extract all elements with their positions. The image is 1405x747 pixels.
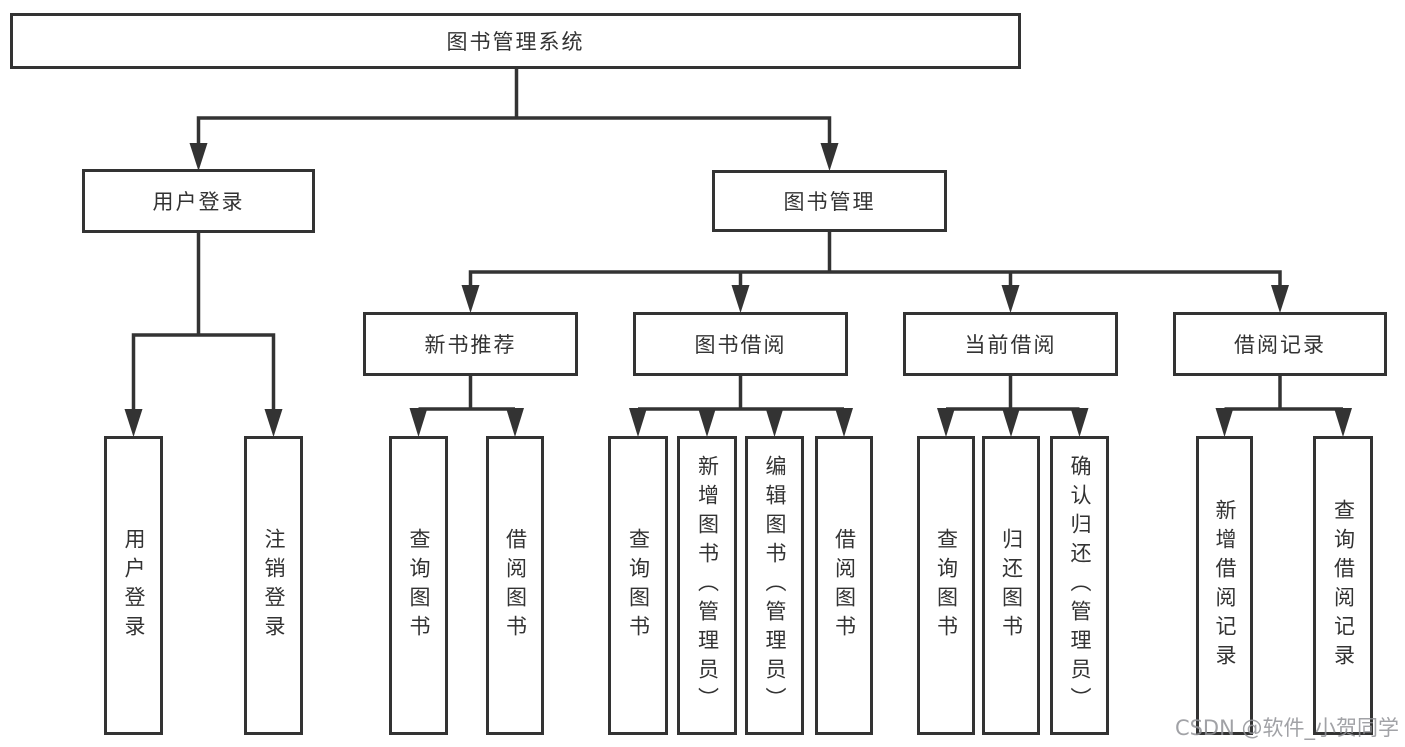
node-new-book-recommend: 新书推荐 xyxy=(363,312,578,376)
node-label: 当前借阅 xyxy=(964,333,1057,357)
leaf-return-books: 归还图书 xyxy=(982,436,1040,735)
leaf-query-books-borrow: 查询图书 xyxy=(608,436,668,735)
node-label: 图书借阅 xyxy=(694,333,787,357)
leaf-label: 编辑图书（管理员） xyxy=(763,455,787,716)
leaf-query-borrow-record: 查询借阅记录 xyxy=(1313,436,1373,735)
node-label: 借阅记录 xyxy=(1234,333,1326,357)
node-label: 用户登录 xyxy=(152,190,245,214)
node-book-borrow: 图书借阅 xyxy=(633,312,848,376)
node-library-management-system: 图书管理系统 xyxy=(10,13,1021,69)
node-borrow-records: 借阅记录 xyxy=(1173,312,1387,376)
leaf-logout: 注销登录 xyxy=(244,436,303,735)
leaf-label: 归还图书 xyxy=(999,527,1024,644)
leaf-label: 借阅图书 xyxy=(503,527,528,644)
node-label: 图书管理 xyxy=(783,190,876,214)
leaf-label: 新增借阅记录 xyxy=(1213,498,1237,673)
leaf-edit-books-admin: 编辑图书（管理员） xyxy=(745,436,804,735)
leaf-confirm-return-admin: 确认归还（管理员） xyxy=(1050,436,1109,735)
leaf-borrow-books-recommend: 借阅图书 xyxy=(486,436,544,735)
leaf-label: 借阅图书 xyxy=(832,527,857,644)
node-label: 图书管理系统 xyxy=(446,30,585,54)
node-user-login-group: 用户登录 xyxy=(82,169,315,233)
leaf-label: 查询图书 xyxy=(934,527,959,644)
leaf-query-books-current: 查询图书 xyxy=(917,436,975,735)
node-label: 新书推荐 xyxy=(424,333,517,357)
leaf-label: 注销登录 xyxy=(262,527,286,644)
leaf-borrow-books: 借阅图书 xyxy=(815,436,873,735)
leaf-add-books-admin: 新增图书（管理员） xyxy=(677,436,737,735)
leaf-add-borrow-record: 新增借阅记录 xyxy=(1196,436,1253,735)
node-current-borrow: 当前借阅 xyxy=(903,312,1118,376)
leaf-label: 新增图书（管理员） xyxy=(695,455,720,716)
leaf-query-books-recommend: 查询图书 xyxy=(389,436,448,735)
node-book-management-group: 图书管理 xyxy=(712,170,947,232)
leaf-label: 查询图书 xyxy=(407,527,431,644)
leaf-label: 查询图书 xyxy=(626,527,651,644)
leaf-label: 查询借阅记录 xyxy=(1331,498,1356,673)
leaf-label: 用户登录 xyxy=(122,527,146,644)
leaf-user-login: 用户登录 xyxy=(104,436,163,735)
csdn-watermark: CSDN @软件_小贺同学 xyxy=(1174,716,1399,740)
leaf-label: 确认归还（管理员） xyxy=(1068,455,1092,716)
